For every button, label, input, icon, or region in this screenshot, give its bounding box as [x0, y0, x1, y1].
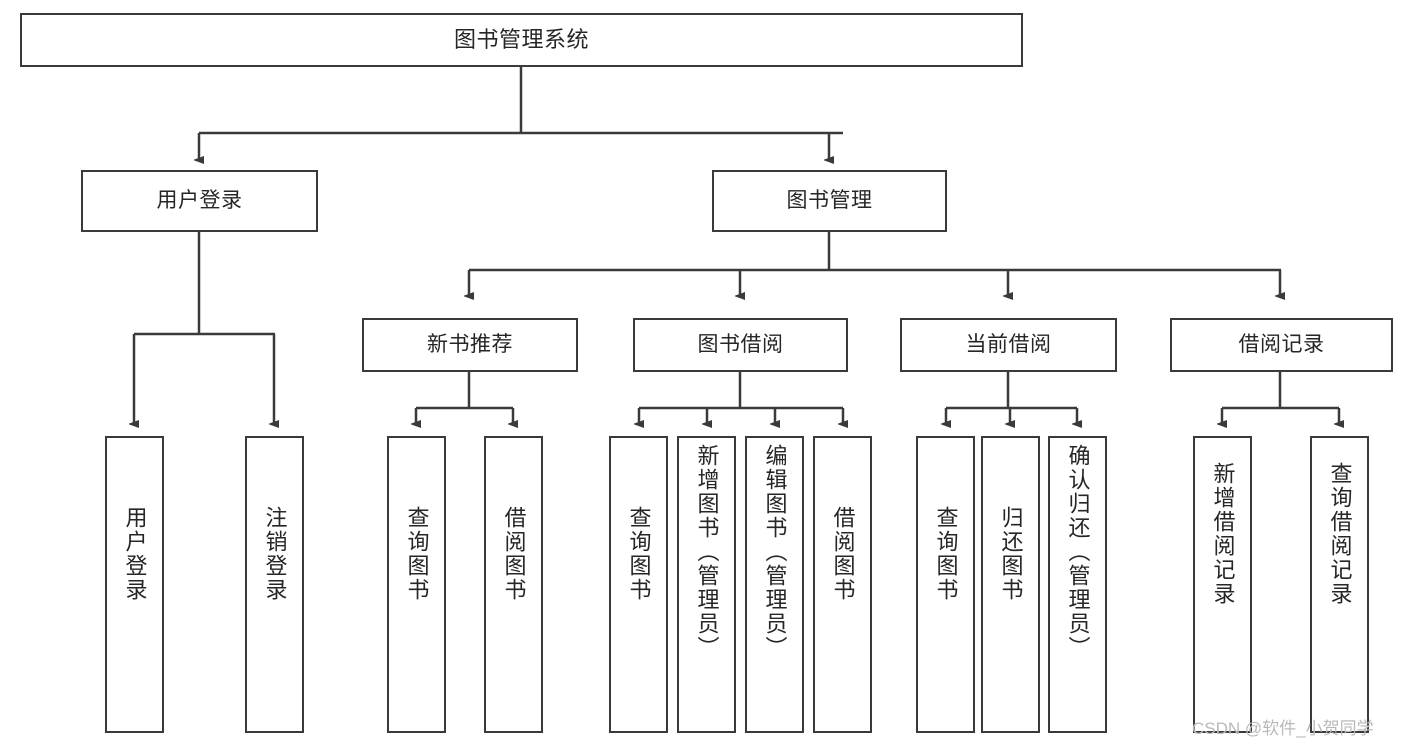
- node-leaf-logout[interactable]: 注销登录: [245, 436, 304, 733]
- node-leaf-user-login[interactable]: 用户登录: [105, 436, 164, 733]
- node-leaf-add-book[interactable]: 新增图书（管理员）: [677, 436, 736, 733]
- node-borrow-record-label: 借阅记录: [1238, 333, 1325, 357]
- watermark: CSDN @软件_小贺同学: [1192, 719, 1374, 738]
- node-user-login-label: 用户登录: [156, 189, 243, 213]
- node-new-book-recommend-label: 新书推荐: [427, 333, 513, 357]
- node-root[interactable]: 图书管理系统: [20, 13, 1023, 67]
- node-leaf-add-record-label: 新增借阅记录: [1210, 462, 1236, 606]
- node-leaf-confirm-return[interactable]: 确认归还（管理员）: [1048, 436, 1107, 733]
- node-leaf-return-book[interactable]: 归还图书: [981, 436, 1040, 733]
- node-new-book-recommend[interactable]: 新书推荐: [362, 318, 578, 372]
- node-leaf-query-book-3-label: 查询图书: [933, 506, 959, 602]
- node-leaf-add-record[interactable]: 新增借阅记录: [1193, 436, 1252, 733]
- node-leaf-query-book-1[interactable]: 查询图书: [387, 436, 446, 733]
- node-current-borrow-label: 当前借阅: [965, 333, 1052, 357]
- node-leaf-logout-label: 注销登录: [262, 506, 288, 602]
- node-book-borrow-label: 图书借阅: [697, 333, 784, 357]
- node-leaf-borrow-book-2-label: 借阅图书: [830, 506, 856, 602]
- node-borrow-record[interactable]: 借阅记录: [1170, 318, 1393, 372]
- node-leaf-user-login-label: 用户登录: [122, 506, 148, 602]
- node-leaf-edit-book[interactable]: 编辑图书（管理员）: [745, 436, 804, 733]
- node-book-manage[interactable]: 图书管理: [712, 170, 947, 232]
- node-user-login[interactable]: 用户登录: [81, 170, 318, 232]
- node-leaf-query-book-2-label: 查询图书: [626, 506, 652, 602]
- node-leaf-borrow-book-1[interactable]: 借阅图书: [484, 436, 543, 733]
- node-leaf-query-record-label: 查询借阅记录: [1327, 462, 1353, 606]
- node-leaf-query-book-1-label: 查询图书: [404, 506, 430, 602]
- node-leaf-edit-book-label: 编辑图书（管理员）: [762, 444, 788, 660]
- node-leaf-return-book-label: 归还图书: [998, 506, 1024, 602]
- node-leaf-query-record[interactable]: 查询借阅记录: [1310, 436, 1369, 733]
- node-leaf-confirm-return-label: 确认归还（管理员）: [1065, 444, 1091, 660]
- node-book-borrow[interactable]: 图书借阅: [633, 318, 848, 372]
- node-root-label: 图书管理系统: [453, 26, 589, 52]
- node-leaf-borrow-book-1-label: 借阅图书: [501, 506, 527, 602]
- node-leaf-add-book-label: 新增图书（管理员）: [694, 444, 720, 660]
- node-leaf-query-book-2[interactable]: 查询图书: [609, 436, 668, 733]
- node-book-manage-label: 图书管理: [786, 189, 873, 213]
- node-leaf-borrow-book-2[interactable]: 借阅图书: [813, 436, 872, 733]
- node-leaf-query-book-3[interactable]: 查询图书: [916, 436, 975, 733]
- node-current-borrow[interactable]: 当前借阅: [900, 318, 1117, 372]
